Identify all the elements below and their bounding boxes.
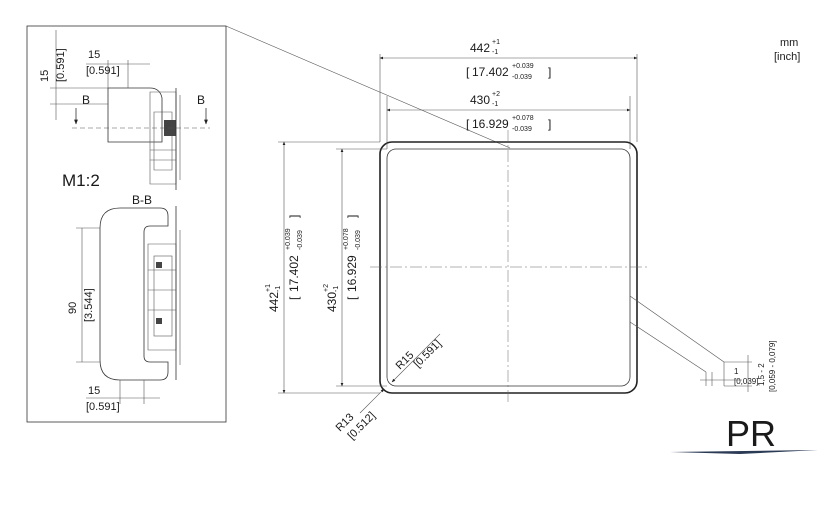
gap-range-inch: [0,059 - 0,079]	[768, 340, 777, 392]
dim-height-inch: [3.544]	[83, 288, 95, 322]
section-marker-right: B	[197, 93, 205, 107]
inner-width-inch: 16.929	[472, 117, 509, 131]
outer-frame	[379, 141, 638, 394]
radius-inner-inch: [0.591]	[412, 338, 444, 370]
svg-text:+1: +1	[265, 284, 272, 292]
scale-label: M1:2	[62, 171, 100, 190]
section-seal-profile	[99, 207, 169, 381]
unit-mm: mm	[780, 37, 798, 49]
gap-1-inch: [0,039]	[734, 377, 758, 386]
svg-text:+2: +2	[323, 284, 330, 292]
dim-top-vertical-inch: [0.591]	[55, 48, 67, 82]
svg-text:-0.039: -0.039	[512, 74, 532, 81]
gap-range-mm: 1,5 - 2	[757, 363, 766, 386]
inner-height-inch: 16.929	[345, 255, 359, 292]
main-view: 442 +1 -1 [ 17.402 +0.039 -0.039 ] 430 +…	[265, 37, 800, 442]
logo-swoosh	[670, 450, 818, 454]
svg-text:[: [	[345, 296, 359, 300]
svg-text:]: ]	[287, 215, 301, 218]
inner-frame	[386, 148, 631, 387]
svg-text:+1: +1	[492, 39, 500, 46]
detail-view: B B 15 [0.591] 15 [0.591] M1:2 B-B 90 [	[26, 25, 511, 423]
outer-height-inch: 17.402	[287, 255, 301, 292]
svg-text:-1: -1	[492, 101, 498, 108]
dim-bottom-horizontal-inch: [0.591]	[86, 401, 120, 413]
outer-width-bracket: [	[466, 65, 470, 79]
logo-text: PR	[726, 413, 776, 454]
svg-text:]: ]	[548, 65, 551, 79]
svg-text:+0.039: +0.039	[285, 228, 292, 250]
section-label: B-B	[132, 193, 152, 207]
svg-text:[: [	[466, 117, 470, 131]
svg-text:]: ]	[345, 215, 359, 218]
svg-text:-1: -1	[492, 49, 498, 56]
inner-height-mm: 430	[325, 292, 339, 312]
dim-top-horizontal-mm: 15	[88, 49, 100, 61]
svg-text:-1: -1	[333, 286, 340, 292]
unit-inch: [inch]	[774, 51, 800, 63]
svg-text:-0.039: -0.039	[355, 230, 362, 250]
outer-height-mm: 442	[267, 292, 281, 312]
radius-inner-leader	[391, 333, 441, 383]
svg-text:+2: +2	[492, 91, 500, 98]
inner-width-mm: 430	[470, 93, 490, 107]
svg-text:-0.039: -0.039	[512, 126, 532, 133]
svg-text:+0.078: +0.078	[512, 115, 534, 122]
detail-leader-top	[225, 25, 511, 149]
section-marker-left: B	[82, 93, 90, 107]
dim-bottom-horizontal-mm: 15	[88, 385, 100, 397]
radius-outer-leader	[359, 388, 385, 414]
dim-top-horizontal-inch: [0.591]	[86, 65, 120, 77]
svg-text:+0.039: +0.039	[512, 63, 534, 70]
svg-text:+0.078: +0.078	[343, 228, 350, 250]
dim-top-vertical-mm: 15	[39, 70, 51, 82]
outer-width-inch: 17.402	[472, 65, 509, 79]
detail-frame	[26, 25, 227, 423]
svg-text:-1: -1	[275, 286, 282, 292]
svg-text:[: [	[287, 296, 301, 300]
svg-text:-0.039: -0.039	[297, 230, 304, 250]
company-logo: PR	[670, 413, 818, 454]
gap-1-mm: 1	[734, 367, 739, 376]
outer-width-mm: 442	[470, 41, 490, 55]
dim-height-mm: 90	[67, 302, 79, 314]
svg-text:]: ]	[548, 117, 551, 131]
